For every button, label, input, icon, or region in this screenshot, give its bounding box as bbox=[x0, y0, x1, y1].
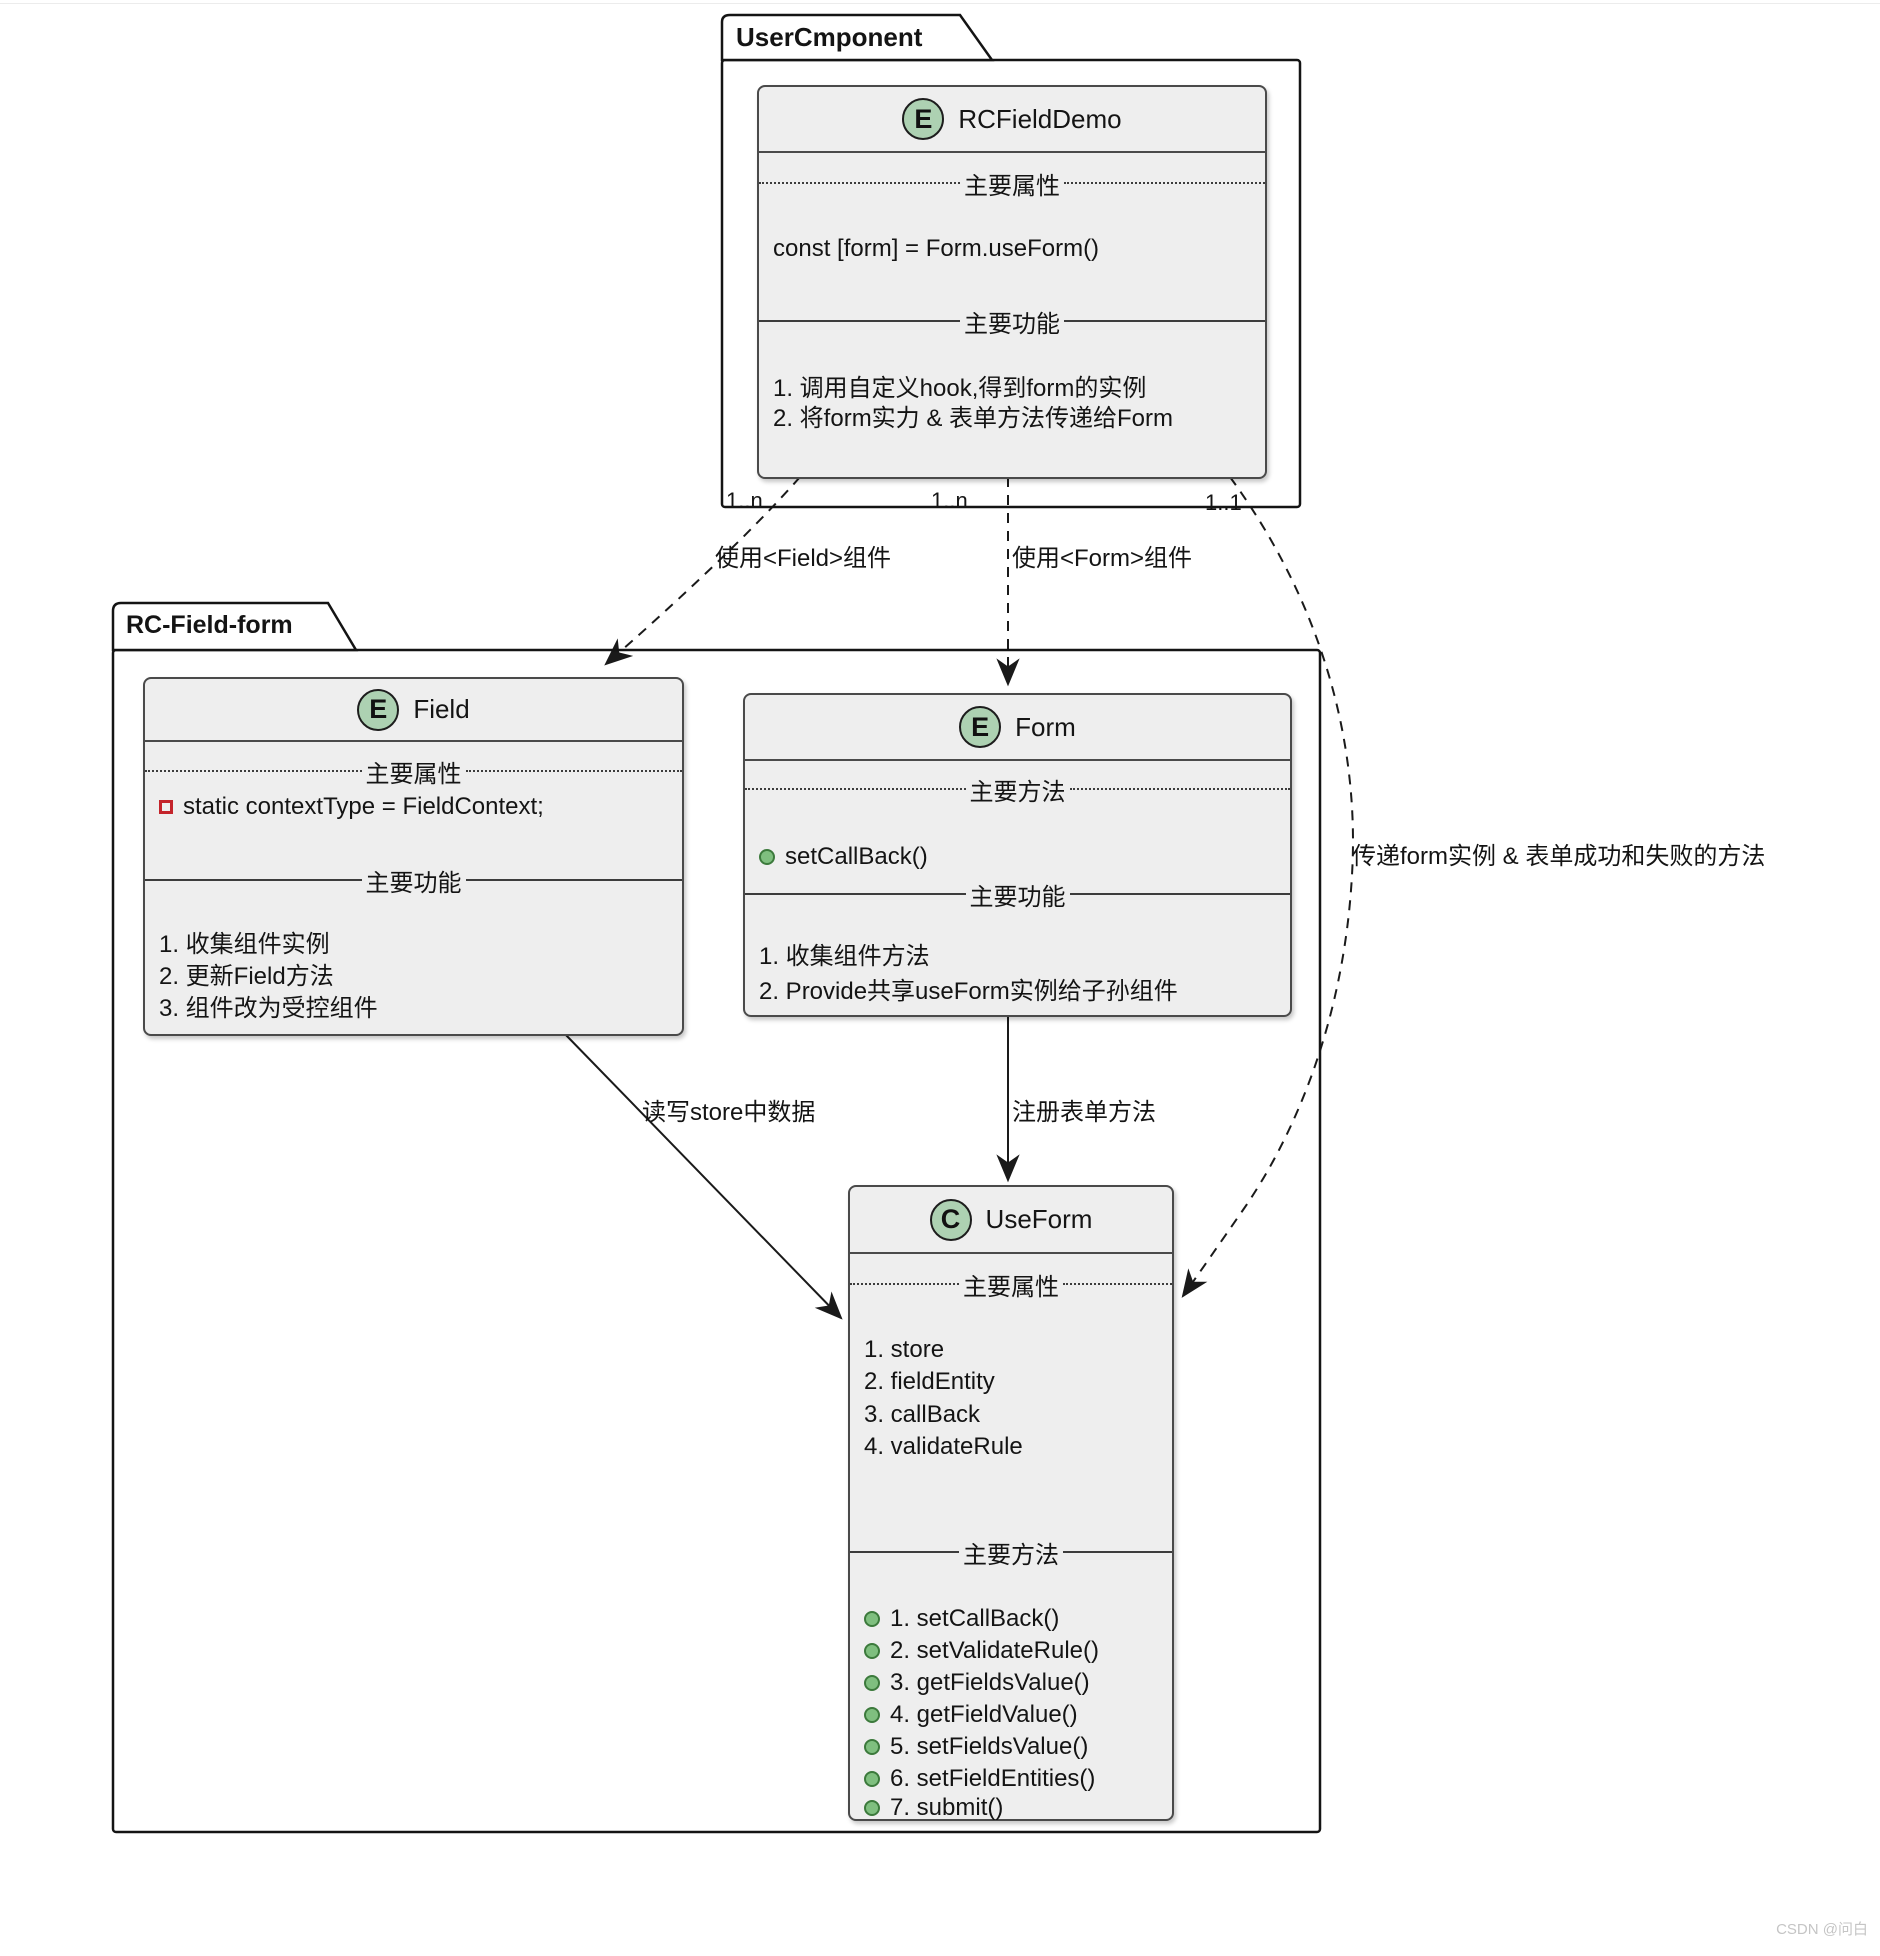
section-separator-methods: 主要方法 bbox=[850, 1536, 1172, 1569]
section-separator-funcs: 主要功能 bbox=[745, 878, 1290, 911]
section-label: 主要方法 bbox=[963, 1541, 1059, 1569]
method-visibility-icon bbox=[864, 1800, 880, 1816]
attribute-line: 4. validateRule bbox=[864, 1431, 1164, 1463]
attribute-line: const [form] = Form.useForm() bbox=[773, 233, 1257, 265]
section-separator-attrs: 主要属性 bbox=[759, 167, 1265, 200]
entity-badge-icon: E bbox=[959, 706, 1002, 748]
method-visibility-icon bbox=[864, 1675, 880, 1691]
attribute-text: 2. fieldEntity bbox=[864, 1368, 995, 1395]
class-header-rcfielddemo: E RCFieldDemo bbox=[759, 87, 1265, 153]
attribute-line: static contextType = FieldContext; bbox=[159, 791, 674, 823]
section-separator-attrs: 主要属性 bbox=[850, 1268, 1172, 1301]
section-label: 主要功能 bbox=[365, 869, 462, 897]
class-header-useform: C UseForm bbox=[850, 1187, 1172, 1254]
edge-label-use-form: 使用<Form>组件 bbox=[1012, 545, 1193, 572]
method-line: 5. setFieldsValue() bbox=[864, 1732, 1164, 1762]
method-visibility-icon bbox=[864, 1643, 880, 1659]
method-line: setCallBack() bbox=[759, 841, 1282, 873]
attribute-text: 4. validateRule bbox=[864, 1433, 1023, 1460]
method-visibility-icon bbox=[759, 849, 775, 865]
edge-read-write-store bbox=[562, 1031, 843, 1320]
function-text: 3. 组件改为受控组件 bbox=[159, 995, 378, 1022]
method-text: 7. submit() bbox=[890, 1794, 1004, 1821]
function-text: 1. 调用自定义hook,得到form的实例 bbox=[773, 375, 1147, 402]
class-badge-icon: C bbox=[929, 1198, 972, 1241]
multiplicity-use-field: 1..n bbox=[726, 488, 763, 513]
edge-label-read-write-store: 读写store中数据 bbox=[642, 1099, 816, 1126]
section-label: 主要属性 bbox=[365, 760, 462, 788]
attribute-line: 1. store bbox=[864, 1334, 1164, 1366]
method-text: 1. setCallBack() bbox=[890, 1605, 1060, 1632]
method-text: 6. setFieldEntities() bbox=[890, 1765, 1096, 1792]
method-visibility-icon bbox=[864, 1707, 880, 1723]
multiplicity-pass-form: 1..1 bbox=[1205, 490, 1242, 515]
section-separator-attrs: 主要属性 bbox=[145, 755, 682, 788]
class-name: UseForm bbox=[985, 1204, 1093, 1234]
class-name: Form bbox=[1015, 711, 1076, 742]
attribute-text: 3. callBack bbox=[864, 1401, 981, 1428]
function-line: 3. 组件改为受控组件 bbox=[159, 993, 674, 1025]
function-text: 2. 更新Field方法 bbox=[159, 963, 334, 990]
function-line: 1. 收集组件实例 bbox=[159, 929, 674, 961]
section-label: 主要方法 bbox=[969, 778, 1066, 806]
function-line: 2. Provide共享useForm实例给子孙组件 bbox=[759, 976, 1282, 1008]
method-line: 6. setFieldEntities() bbox=[864, 1764, 1164, 1794]
attribute-line: 3. callBack bbox=[864, 1399, 1164, 1431]
method-line: 3. getFieldsValue() bbox=[864, 1668, 1164, 1698]
method-text: 3. getFieldsValue() bbox=[890, 1669, 1090, 1696]
method-visibility-icon bbox=[864, 1739, 880, 1755]
method-text: 5. setFieldsValue() bbox=[890, 1733, 1089, 1760]
package-title-user-component: UserCmponent bbox=[736, 22, 923, 52]
section-label: 主要属性 bbox=[964, 172, 1060, 200]
section-label: 主要功能 bbox=[964, 310, 1060, 338]
function-text: 1. 收集组件实例 bbox=[159, 931, 330, 958]
method-text: 4. getFieldValue() bbox=[890, 1701, 1078, 1728]
function-text: 2. 将form实力 & 表单方法传递给Form bbox=[773, 405, 1174, 432]
class-box-rcfielddemo: E RCFieldDemo 主要属性 const [form] = Form.u… bbox=[757, 85, 1267, 479]
class-box-field: E Field 主要属性 static contextType = FieldC… bbox=[143, 677, 684, 1036]
edge-label-use-field: 使用<Field>组件 bbox=[715, 545, 892, 572]
class-box-form: E Form 主要方法 setCallBack() 主要功能 1. 收集组件方法… bbox=[743, 693, 1292, 1017]
entity-badge-icon: E bbox=[902, 98, 945, 140]
class-header-form: E Form bbox=[745, 695, 1290, 761]
section-separator-methods: 主要方法 bbox=[745, 773, 1290, 806]
section-label: 主要属性 bbox=[963, 1273, 1059, 1301]
function-line: 2. 将form实力 & 表单方法传递给Form bbox=[773, 403, 1257, 435]
attribute-text: 1. store bbox=[864, 1336, 945, 1363]
top-hairline bbox=[0, 3, 1880, 4]
method-visibility-icon bbox=[864, 1611, 880, 1627]
function-line: 1. 收集组件方法 bbox=[759, 941, 1282, 973]
method-line: 2. setValidateRule() bbox=[864, 1636, 1164, 1666]
method-line: 7. submit() bbox=[864, 1794, 1164, 1822]
function-text: 2. Provide共享useForm实例给子孙组件 bbox=[759, 978, 1178, 1005]
class-name: RCFieldDemo bbox=[958, 103, 1122, 134]
edge-label-register-form-methods: 注册表单方法 bbox=[1012, 1099, 1156, 1126]
class-name: Field bbox=[413, 694, 470, 724]
section-label: 主要功能 bbox=[969, 883, 1066, 911]
function-line: 2. 更新Field方法 bbox=[159, 961, 674, 993]
package-title-rc-field-form: RC-Field-form bbox=[126, 611, 293, 639]
method-line: 1. setCallBack() bbox=[864, 1604, 1164, 1634]
section-separator-funcs: 主要功能 bbox=[145, 864, 682, 897]
class-box-useform: C UseForm 主要属性 1. store 2. fieldEntity 3… bbox=[848, 1185, 1174, 1821]
method-line: 4. getFieldValue() bbox=[864, 1700, 1164, 1730]
field-visibility-icon bbox=[159, 800, 173, 814]
watermark: CSDN @问白 bbox=[1776, 1921, 1868, 1938]
class-header-field: E Field bbox=[145, 679, 682, 742]
function-line: 1. 调用自定义hook,得到form的实例 bbox=[773, 373, 1257, 405]
method-visibility-icon bbox=[864, 1771, 880, 1787]
section-separator-funcs: 主要功能 bbox=[759, 305, 1265, 338]
attribute-text: const [form] = Form.useForm() bbox=[773, 235, 1100, 262]
function-text: 1. 收集组件方法 bbox=[759, 943, 930, 970]
edge-label-pass-form: 传递form实例 & 表单成功和失败的方法 bbox=[1352, 843, 1766, 870]
method-text: 2. setValidateRule() bbox=[890, 1637, 1099, 1664]
attribute-text: static contextType = FieldContext; bbox=[183, 793, 544, 820]
method-text: setCallBack() bbox=[785, 843, 928, 870]
attribute-line: 2. fieldEntity bbox=[864, 1366, 1164, 1398]
multiplicity-use-form: 1..n bbox=[931, 488, 968, 513]
entity-badge-icon: E bbox=[357, 688, 400, 731]
